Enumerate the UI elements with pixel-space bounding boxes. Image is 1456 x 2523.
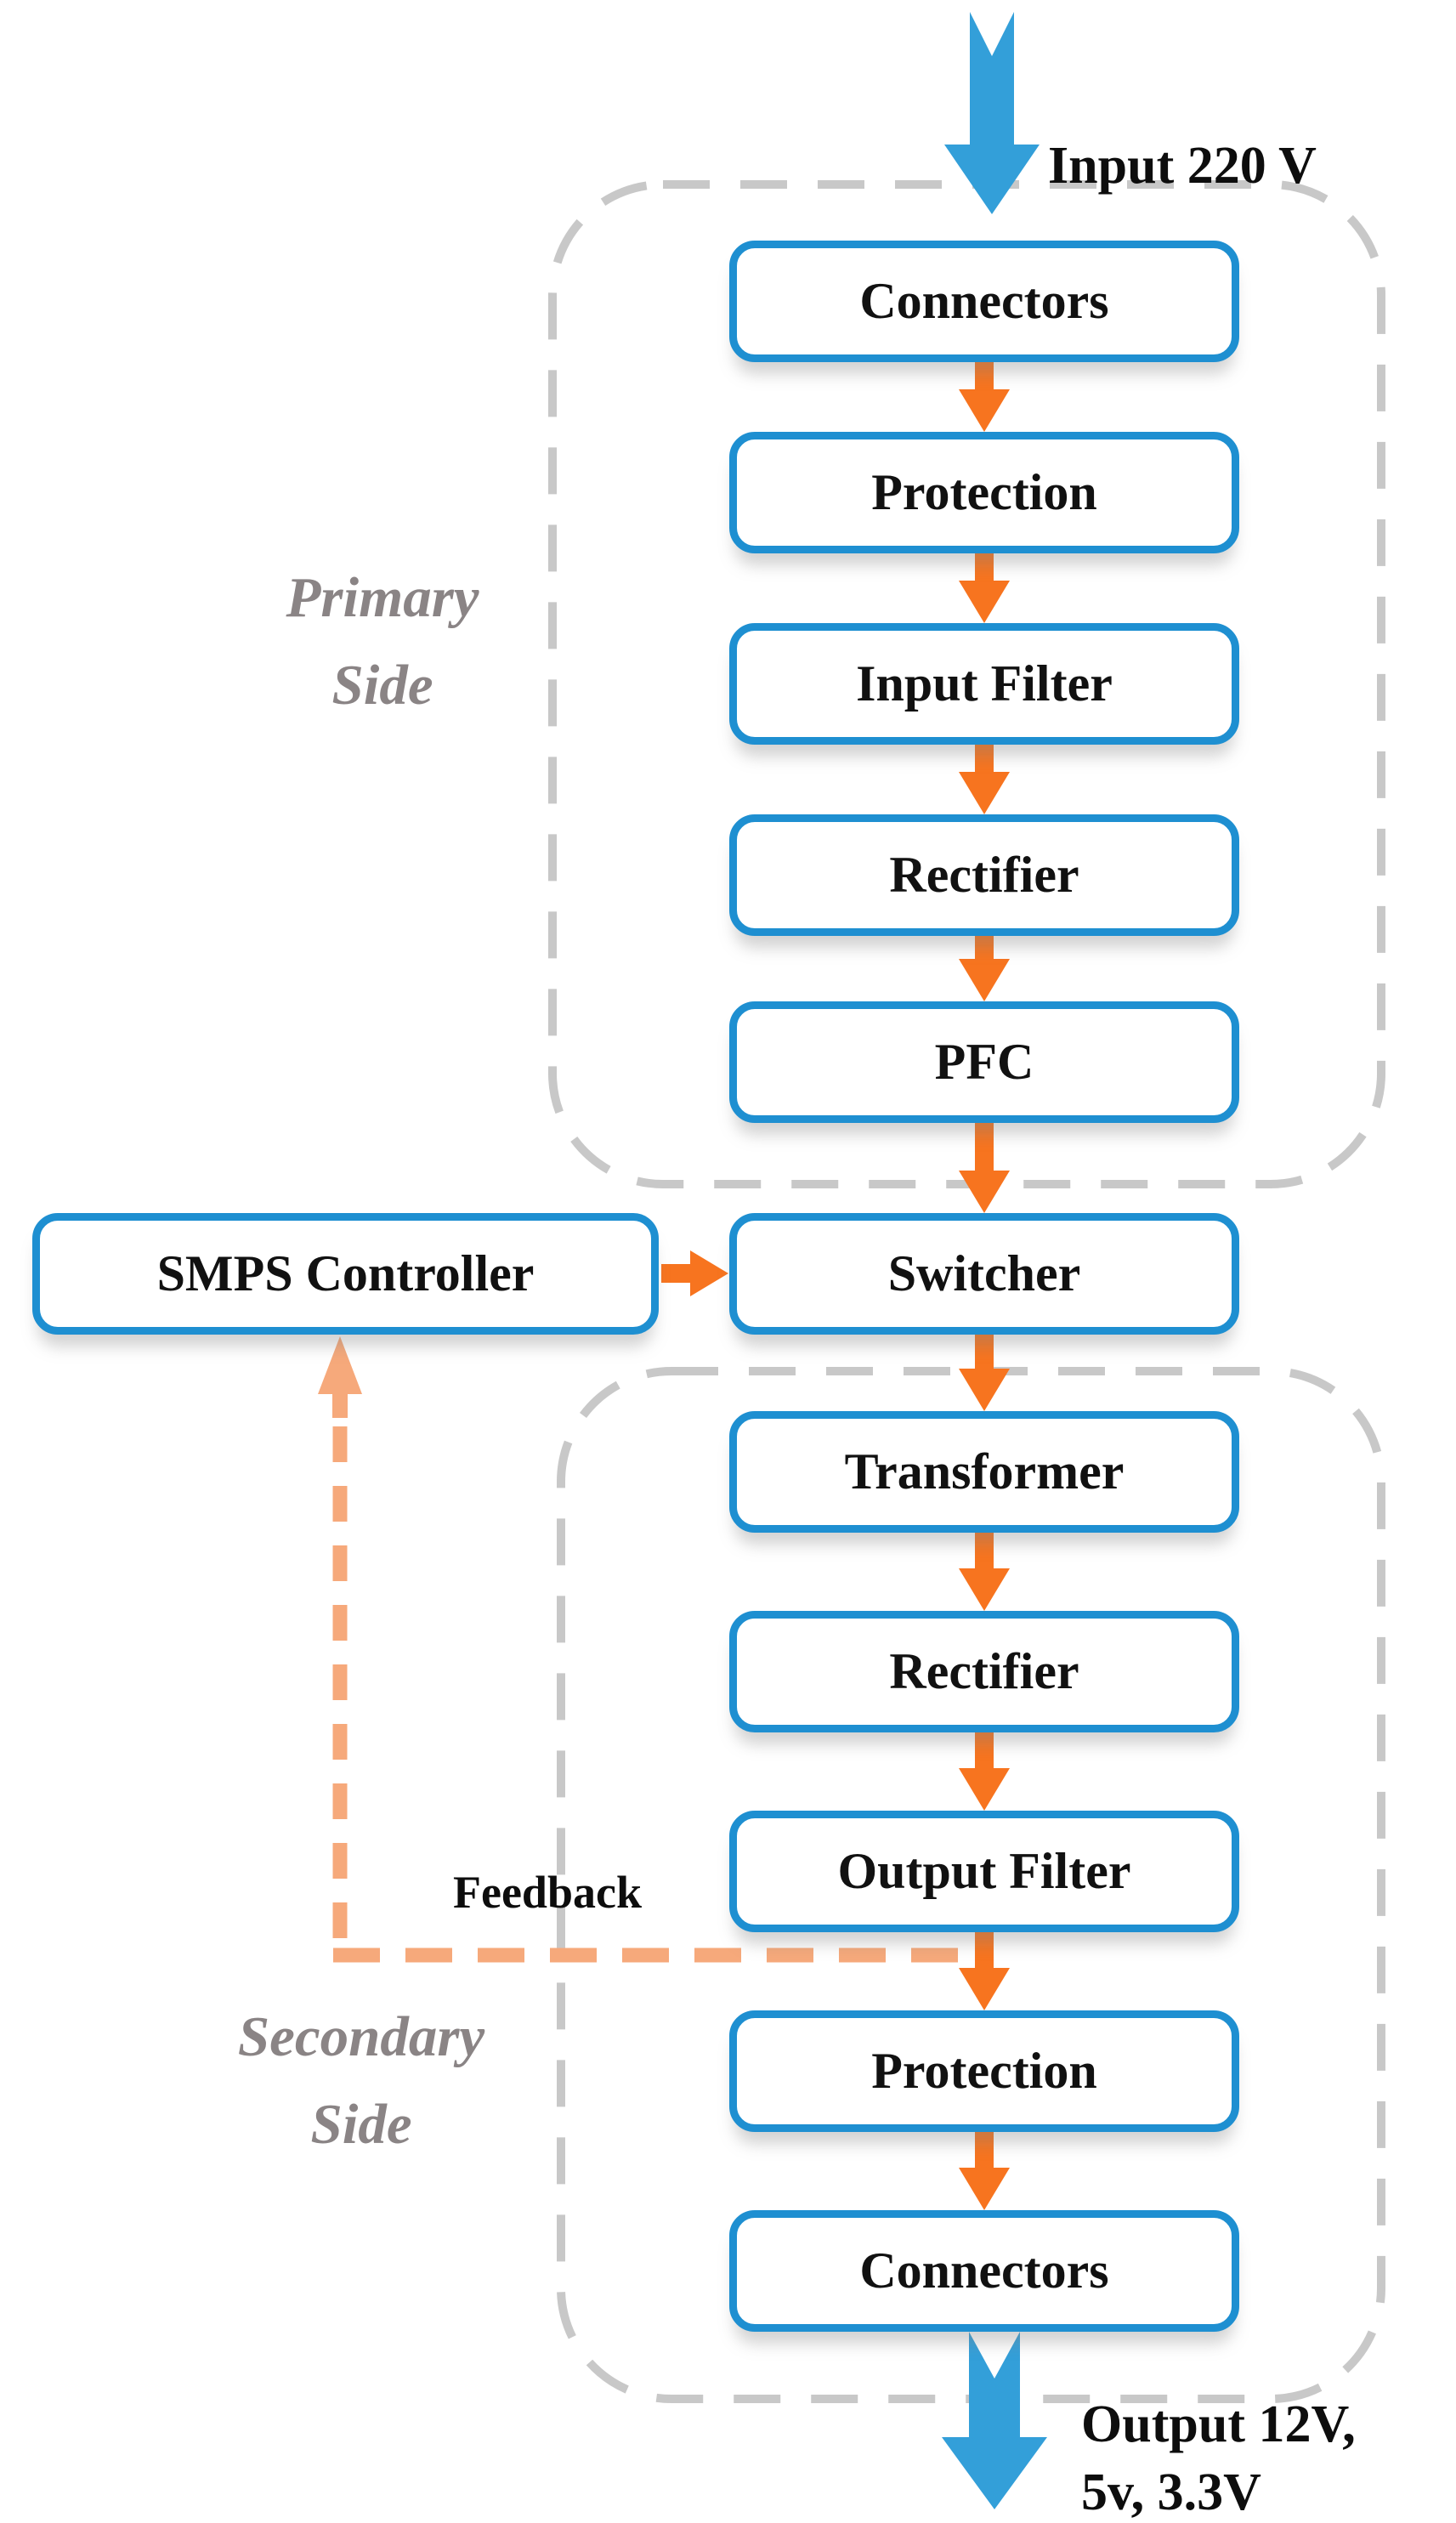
output-voltage-line2: 5v, 3.3V	[1081, 2463, 1261, 2521]
arrow-pfc-to-switcher	[959, 1123, 1010, 1213]
node-switcher-label: Switcher	[887, 1245, 1081, 1301]
node-input-filter: Input Filter	[729, 623, 1239, 745]
node-transformer: Transformer	[729, 1411, 1239, 1533]
secondary-side-label-line1: Secondary	[237, 2005, 485, 2068]
node-pfc: PFC	[729, 1001, 1239, 1123]
node-connectors-primary-label: Connectors	[859, 273, 1109, 329]
node-input-filter-label: Input Filter	[856, 655, 1113, 712]
node-protection-secondary: Protection	[729, 2010, 1239, 2132]
primary-side-label-line2: Side	[331, 654, 433, 717]
arrow-connectors-to-protection	[959, 362, 1010, 432]
node-switcher: Switcher	[729, 1213, 1239, 1335]
node-protection-primary-label: Protection	[871, 464, 1097, 520]
node-rectifier-primary-label: Rectifier	[889, 847, 1079, 903]
node-output-filter: Output Filter	[729, 1811, 1239, 1932]
node-connectors-primary: Connectors	[729, 241, 1239, 362]
node-smps-controller-label: SMPS Controller	[156, 1245, 535, 1301]
primary-side-label-line1: Primary	[286, 566, 479, 629]
node-output-filter-label: Output Filter	[837, 1843, 1131, 1899]
output-voltage-line1: Output 12V,	[1081, 2395, 1356, 2453]
secondary-side-label: Secondary Side	[127, 1993, 595, 2169]
output-voltage-label: Output 12V, 5v, 3.3V	[1081, 2390, 1356, 2523]
node-rectifier-primary: Rectifier	[729, 814, 1239, 936]
feedback-label: Feedback	[453, 1867, 642, 1918]
node-protection-secondary-label: Protection	[871, 2043, 1097, 2099]
primary-side-label: Primary Side	[191, 554, 574, 729]
node-connectors-secondary: Connectors	[729, 2210, 1239, 2332]
node-rectifier-secondary: Rectifier	[729, 1611, 1239, 1732]
arrow-transformer-to-rectifier	[959, 1533, 1010, 1611]
input-arrow-icon	[944, 12, 1040, 214]
node-transformer-label: Transformer	[844, 1443, 1125, 1500]
node-pfc-label: PFC	[934, 1034, 1034, 1090]
secondary-side-label-line2: Side	[310, 2093, 412, 2156]
arrow-protection-to-input-filter	[959, 553, 1010, 623]
node-connectors-secondary-label: Connectors	[859, 2242, 1109, 2299]
arrow-rectifier-to-output-filter	[959, 1732, 1010, 1811]
arrow-rectifier-to-pfc	[959, 936, 1010, 1001]
node-smps-controller: SMPS Controller	[32, 1213, 659, 1335]
arrow-protection-to-connectors	[959, 2132, 1010, 2210]
node-rectifier-secondary-label: Rectifier	[889, 1643, 1079, 1699]
input-voltage-label: Input 220 V	[1048, 137, 1317, 195]
arrow-smps-controller-to-switcher	[661, 1250, 728, 1296]
output-arrow-icon	[942, 2332, 1047, 2509]
arrow-input-filter-to-rectifier	[959, 745, 1010, 814]
feedback-arrowhead-icon	[318, 1336, 362, 1418]
primary-side-region-outline	[548, 180, 1385, 1188]
node-protection-primary: Protection	[729, 432, 1239, 553]
arrow-output-filter-to-protection	[959, 1932, 1010, 2010]
arrow-switcher-to-transformer	[959, 1335, 1010, 1411]
